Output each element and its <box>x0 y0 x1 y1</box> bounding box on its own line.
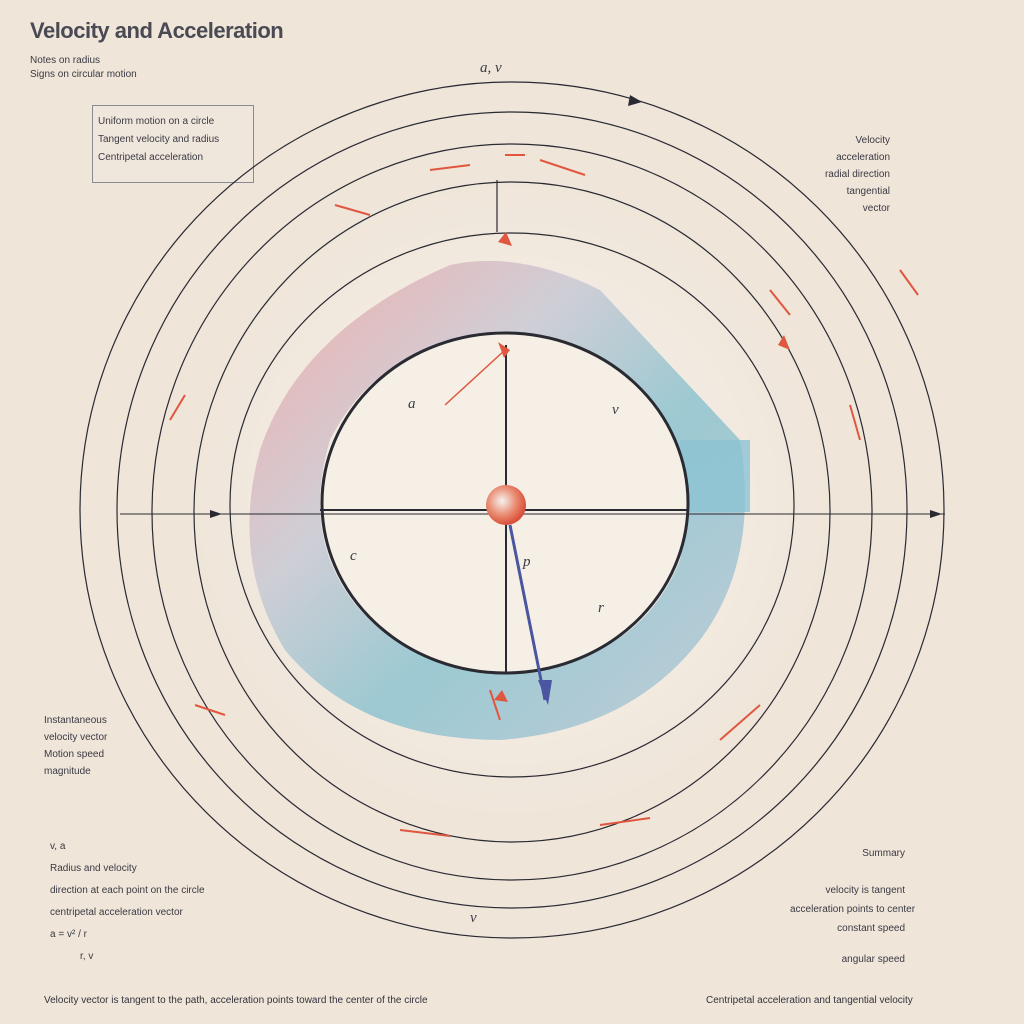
marker-right <box>599 269 919 826</box>
top-left-note-line: Notes on radius <box>30 55 101 66</box>
marker-top <box>429 154 586 176</box>
top-right-note-line: tangential <box>846 186 890 197</box>
ring-arrow-right <box>930 510 942 518</box>
top-right-note-line: vector <box>862 203 890 214</box>
ring-arrows <box>210 95 942 518</box>
bottom-left-small: r, v <box>80 951 94 962</box>
top-left-notes: Notes on radius Signs on circular motion <box>30 54 137 82</box>
page-title: Velocity and Acceleration <box>30 18 284 43</box>
note-box <box>92 105 254 183</box>
bottom-left-note-line: centripetal acceleration vector <box>50 907 183 918</box>
arrowhead-bottom <box>494 690 508 702</box>
top-right-note-line: Velocity <box>855 135 890 146</box>
bottom-left-heading: v, a <box>50 841 66 852</box>
ring-arrow-left <box>210 510 222 518</box>
top-right-notes: Velocity acceleration radial direction t… <box>790 132 890 217</box>
top-right-note-line: radial direction <box>824 169 890 180</box>
bottom-left-note-line: Radius and velocity <box>50 863 137 874</box>
ring-3 <box>151 143 873 881</box>
bottom-right-notes: Summary velocity is tangent acceleration… <box>790 844 916 969</box>
top-right-note-line: acceleration <box>836 152 890 163</box>
bottom-left-note-line: direction at each point on the circle <box>50 885 205 896</box>
bottom-right-note-line: acceleration points to center <box>790 904 916 915</box>
top-left-note-line: Signs on circular motion <box>30 69 137 80</box>
label-inner-right: v <box>612 402 619 418</box>
velocity-arrowhead <box>538 680 552 705</box>
bottom-left-notes: v, a Radius and velocity direction at ea… <box>50 836 205 968</box>
bottom-right-heading: Summary <box>862 848 905 859</box>
note-box-line: Tangent velocity and radius <box>98 134 220 145</box>
mid-left-note-line: Instantaneous <box>44 715 107 726</box>
marker-left <box>169 204 371 716</box>
label-top-marker: a, v <box>480 60 502 76</box>
outer-rings <box>79 81 945 939</box>
red-arrowheads <box>494 232 790 702</box>
bottom-right-small: angular speed <box>841 954 905 965</box>
label-bottom-marker: v <box>470 910 477 926</box>
mid-left-note-line: magnitude <box>44 766 91 777</box>
red-markers <box>169 154 919 837</box>
velocity-vector <box>508 524 547 701</box>
bottom-right-note-line: velocity is tangent <box>825 885 906 896</box>
ring-1 <box>79 81 945 939</box>
acceleration-arrowhead <box>498 342 510 358</box>
mid-left-note-line: velocity vector <box>44 732 108 743</box>
marker-bottom <box>399 689 501 837</box>
label-center-left: c <box>350 548 357 564</box>
mid-left-note-line: Motion speed <box>44 749 105 760</box>
label-inner-left: a <box>408 396 416 412</box>
acceleration-vector <box>444 349 506 406</box>
ring-arrow-top <box>628 95 642 106</box>
label-lower-right: r <box>598 600 604 616</box>
label-center-right: p <box>522 554 531 570</box>
bottom-right-note-line: constant speed <box>837 923 905 934</box>
ring-4 <box>193 181 831 843</box>
ring-2 <box>116 111 908 909</box>
bottom-left-note-line: a = v² / r <box>50 929 87 940</box>
footer-note-right: Centripetal acceleration and tangential … <box>706 995 913 1006</box>
note-box-text: Uniform motion on a circle Tangent veloc… <box>98 113 219 167</box>
arrowhead-right <box>778 335 790 350</box>
note-box-line: Uniform motion on a circle <box>98 116 215 127</box>
center-point <box>486 485 526 525</box>
arrowhead-top <box>498 232 512 246</box>
ring-5 <box>229 232 795 778</box>
band-highlight <box>680 440 750 512</box>
footer-note-left: Velocity vector is tangent to the path, … <box>44 995 428 1006</box>
note-box-line: Centripetal acceleration <box>98 152 204 163</box>
mid-left-notes: Instantaneous velocity vector Motion spe… <box>44 712 107 780</box>
